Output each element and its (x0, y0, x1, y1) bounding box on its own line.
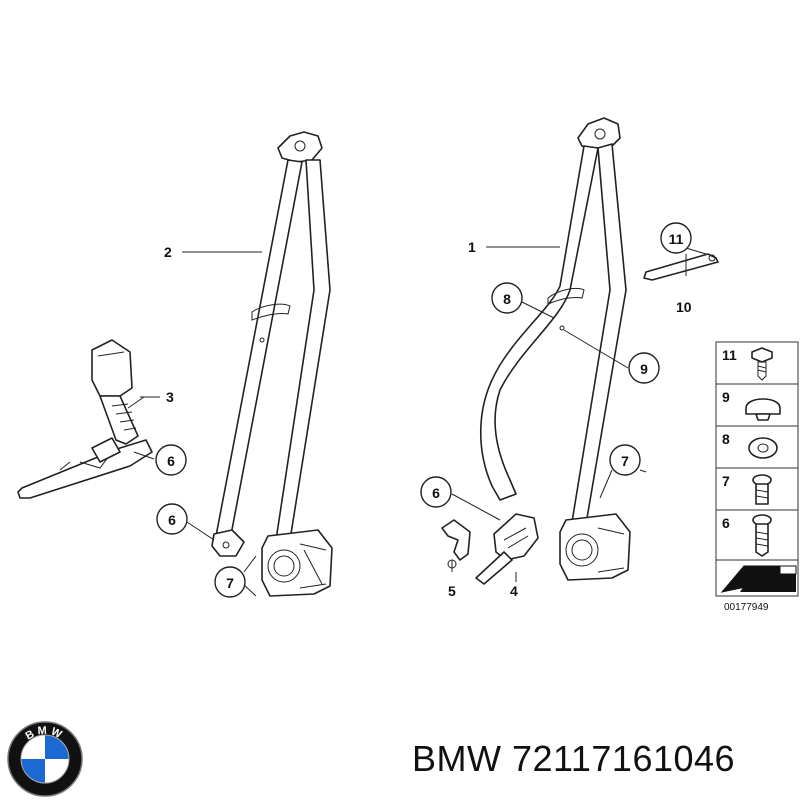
svg-text:7: 7 (621, 453, 629, 469)
screw-11-icon (751, 347, 773, 381)
legend-label-11: 11 (722, 347, 737, 363)
label-4: 4 (510, 583, 518, 599)
bolt-7-icon (752, 474, 772, 505)
bolt-6-icon (752, 514, 772, 557)
small-parts-legend: 11 9 8 7 6 (715, 341, 799, 613)
logo-letters: BMW (24, 725, 64, 743)
callout-9: 9 (628, 352, 660, 384)
svg-text:6: 6 (432, 485, 440, 501)
svg-text:9: 9 (640, 361, 648, 377)
svg-text:11: 11 (669, 231, 684, 247)
label-3: 3 (166, 389, 174, 405)
svg-text:BMW: BMW (24, 725, 67, 743)
right-seat-belt-assembly (479, 117, 631, 581)
label-1: 1 (468, 239, 476, 255)
legend-label-8: 8 (722, 431, 730, 447)
nut-8-icon (748, 437, 778, 459)
legend-label-7: 7 (722, 473, 730, 489)
label-5: 5 (448, 583, 456, 599)
callout-6-buckle: 6 (155, 444, 187, 476)
label-10: 10 (676, 299, 692, 315)
svg-text:7: 7 (226, 575, 234, 591)
callout-6-right: 6 (420, 476, 452, 508)
left-seat-belt-assembly (211, 131, 333, 597)
callout-11: 11 (660, 222, 692, 254)
callout-7-right: 7 (609, 444, 641, 476)
bracket-part (643, 253, 719, 281)
svg-text:6: 6 (167, 453, 175, 469)
callout-7-left: 7 (214, 566, 246, 598)
clip-part (441, 519, 471, 569)
label-2: 2 (164, 244, 172, 260)
svg-text:6: 6 (168, 512, 176, 528)
shim-arrow-icon (720, 565, 797, 593)
callout-6-left-anchor: 6 (156, 503, 188, 535)
legend-label-6: 6 (722, 515, 730, 531)
document-number: 00177949 (724, 602, 769, 613)
height-adjuster-part (475, 513, 539, 585)
svg-text:8: 8 (503, 291, 511, 307)
callout-8: 8 (491, 282, 523, 314)
part-number-caption: BMW 72117161046 (412, 738, 736, 779)
legend-label-9: 9 (722, 389, 730, 405)
seat-belt-buckle (17, 339, 153, 499)
cap-9-icon (745, 398, 781, 421)
bmw-logo: BMW (7, 721, 83, 797)
